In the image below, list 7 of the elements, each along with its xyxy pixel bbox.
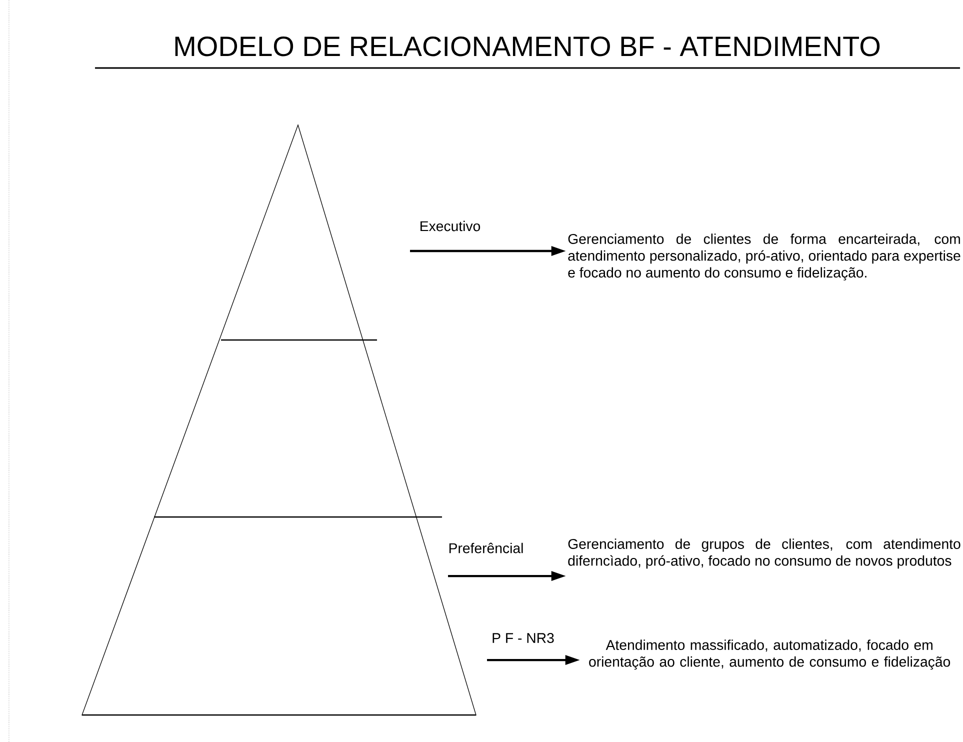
title: MODELO DE RELACIONAMENTO BF - ATENDIMENTO [175, 36, 880, 56]
description-text: Atendimento massificado, automatizado, focado em orientação ao cliente, aumento de consumo e fidelização [589, 640, 950, 670]
edge-label: Preferêncial [449, 542, 523, 554]
description-text: Gerenciamento de grupos de clientes, com atendimento diferncìado, pró-ativo, focado no consumo de novos produtos [568, 538, 960, 569]
description-text: Gerenciamento de clientes de forma encarteirada, com atendimento personalizado, pró-ativo, orientado para expertise e focado no aumento do consumo e fidelização. [568, 234, 960, 280]
edge-label: P F - NR3 [492, 633, 554, 644]
edge-label: Executivo [420, 220, 480, 232]
